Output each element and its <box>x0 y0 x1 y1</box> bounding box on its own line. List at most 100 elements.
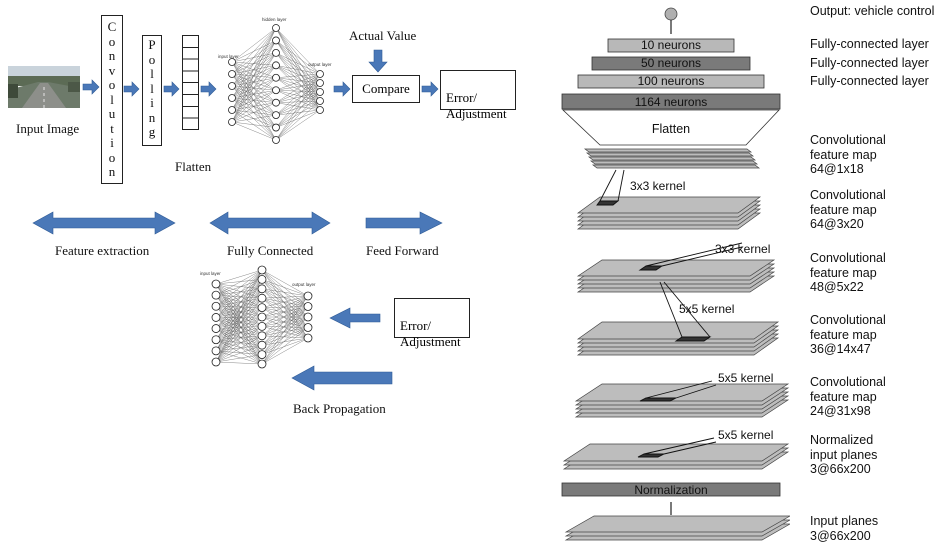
input-image-thumbnail <box>8 66 80 108</box>
letter: l <box>150 80 154 96</box>
side-label: Fully-connected layer <box>810 37 929 51</box>
kernel-label-1: 3x3 kernel <box>630 179 685 193</box>
neuron-node <box>257 340 267 350</box>
neuron-node <box>257 359 267 369</box>
neuron-node <box>316 79 324 87</box>
flatten-label: Flatten <box>175 159 212 174</box>
arrow-pool-to-flatten <box>163 81 180 97</box>
neuron-node <box>228 94 236 102</box>
neuron-node <box>272 48 280 57</box>
side-label: Input planes 3@66x200 <box>810 514 879 543</box>
kernel-label-2: 3x3 kernel <box>715 242 770 256</box>
neuron-node <box>316 97 324 105</box>
dense-layers: 10 neurons 50 neurons 100 neurons 1164 neur… <box>561 38 781 110</box>
neuron-node <box>316 106 324 114</box>
arrow-flatten-to-nn <box>200 81 217 97</box>
letter: i <box>150 95 154 110</box>
neuron-node <box>316 70 324 78</box>
neuron-node <box>211 357 221 367</box>
letter: o <box>108 149 116 165</box>
letter: i <box>110 135 114 150</box>
error-adjustment-box-2: Error/ Adjustment <box>394 298 470 349</box>
letter: o <box>148 51 156 67</box>
normalization-bar <box>561 482 781 497</box>
left-connectors <box>32 49 443 391</box>
convolution-box <box>101 15 123 184</box>
architecture-diagram: 10 neurons 50 neurons 100 neurons 1164 neur… <box>561 7 790 541</box>
neuron-node <box>228 118 236 126</box>
neuron-node <box>211 313 221 322</box>
kernel-label-4: 5x5 kernel <box>718 371 773 385</box>
nn-layer-label: hidden layer <box>262 17 287 22</box>
letter: n <box>148 109 156 125</box>
neuron-node <box>272 61 280 70</box>
feature-extraction-double-arrow <box>32 211 176 235</box>
dense-layer-label: 50 neurons <box>641 56 701 70</box>
feature-map-plate <box>576 259 776 277</box>
compare-box: Compare <box>352 75 420 103</box>
neuron-node <box>211 279 221 289</box>
neuron-node <box>211 346 221 356</box>
compare-label: Compare <box>362 81 410 96</box>
arrow-image-to-conv <box>82 79 100 95</box>
feature-map-plate <box>564 515 790 533</box>
nn-layer-label: input layer <box>218 54 239 59</box>
arrow-conv-to-pool <box>123 81 140 97</box>
neuron-node <box>257 274 267 284</box>
letter: g <box>148 124 156 139</box>
neuron-node <box>257 331 267 341</box>
kernel-projections <box>596 169 743 458</box>
side-label: Convolutional feature map 24@31x98 <box>810 375 886 418</box>
letter: l <box>150 66 154 81</box>
neuron-node <box>211 324 221 333</box>
arrow-actual-value-down <box>368 49 388 73</box>
output-node <box>664 7 678 21</box>
neuron-node <box>257 265 267 275</box>
kernel-label-5: 5x5 kernel <box>718 428 773 442</box>
feature-map-64-1x18 <box>583 148 761 169</box>
letter: n <box>108 164 116 179</box>
dense-layer-rect <box>591 56 751 71</box>
dense-layer-rect <box>607 38 735 53</box>
fully-connected-double-arrow <box>209 211 331 235</box>
neuron-node <box>228 106 236 114</box>
letter: t <box>110 120 114 136</box>
letter: o <box>108 77 116 92</box>
actual-value-label: Actual Value <box>349 28 417 43</box>
nn-layer-label: input layer <box>200 271 221 276</box>
letter: n <box>108 48 116 63</box>
letter: u <box>108 106 116 121</box>
error-adjustment-label: Error/ Adjustment <box>446 90 507 121</box>
neuron-node <box>303 333 313 343</box>
polling-box <box>142 35 162 146</box>
neuron-node <box>272 136 280 144</box>
dense-layer-label: 100 neurons <box>638 74 705 88</box>
neuron-node <box>272 86 280 95</box>
neuron-node <box>272 98 280 107</box>
side-label: Fully-connected layer <box>810 74 929 88</box>
dense-layer-label: 1164 neurons <box>635 95 708 109</box>
flatten-right-label: Flatten <box>652 122 690 136</box>
neuron-node <box>257 350 267 359</box>
error-adjustment-box: Error/ Adjustment <box>440 70 516 121</box>
arrow-nn-to-compare <box>333 81 351 97</box>
neuron-node <box>272 111 280 120</box>
feature-map-plate <box>576 321 780 340</box>
nn-layer-label: output layer <box>292 282 316 287</box>
feature-map-plates <box>562 196 790 541</box>
neuron-node <box>303 312 313 322</box>
side-label: Convolutional feature map 64@1x18 <box>810 133 886 176</box>
feature-map-plate <box>576 196 762 214</box>
neural-network-bottom: input layer output layer <box>200 265 316 369</box>
dense-layer-rect <box>577 74 765 89</box>
neuron-node <box>257 303 267 312</box>
letter: l <box>110 91 114 107</box>
side-label: Normalized input planes 3@66x200 <box>810 433 878 476</box>
neuron-node <box>257 284 267 294</box>
dense-layer-label: 10 neurons <box>641 38 701 52</box>
error-adjustment-label-2: Error/ Adjustment <box>400 318 461 349</box>
feed-forward-arrow <box>365 211 443 235</box>
